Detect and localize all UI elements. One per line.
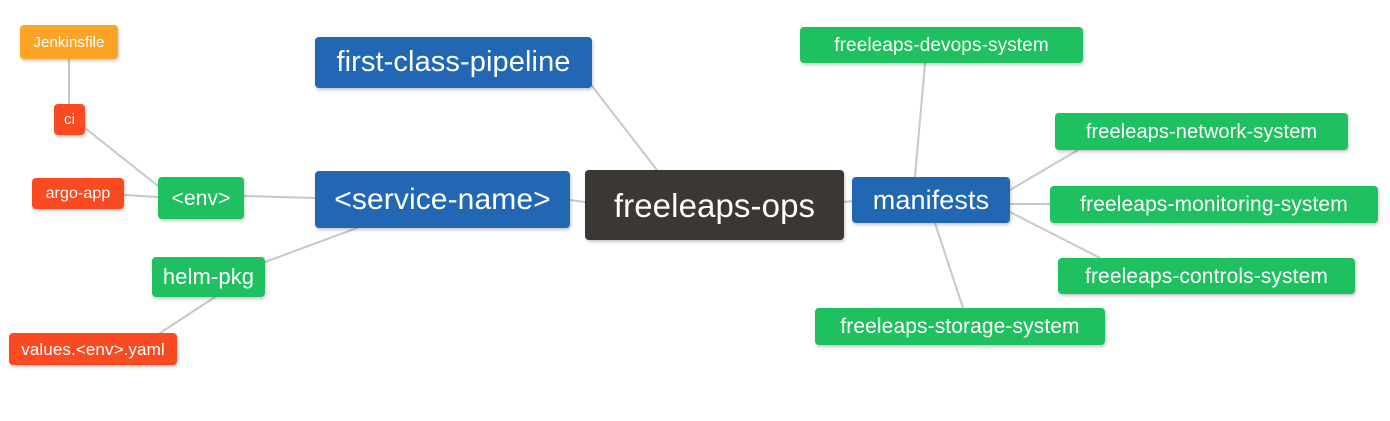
- mindmap-node-controls-system[interactable]: freeleaps-controls-system: [1058, 258, 1355, 294]
- edge-values-yaml-to-helm-pkg: [159, 296, 216, 334]
- edge-argo-app-to-env: [123, 194, 159, 198]
- mindmap-node-freeleaps-ops[interactable]: freeleaps-ops: [585, 170, 844, 240]
- edge-manifests-to-network-system: [1009, 149, 1079, 191]
- mindmap-node-devops-system[interactable]: freeleaps-devops-system: [800, 27, 1083, 63]
- mindmap-node-manifests[interactable]: manifests: [852, 177, 1010, 223]
- mindmap-node-argo-app[interactable]: argo-app: [32, 178, 124, 209]
- edge-env-to-service-name: [243, 195, 316, 199]
- edge-manifests-to-storage-system: [934, 222, 964, 309]
- edge-first-class-pipeline-to-freeleaps-ops: [591, 85, 658, 171]
- mindmap-node-network-system[interactable]: freeleaps-network-system: [1055, 113, 1348, 150]
- mindmap-node-env[interactable]: <env>: [158, 177, 244, 219]
- mindmap-node-monitoring-system[interactable]: freeleaps-monitoring-system: [1050, 186, 1378, 223]
- mindmap-node-jenkinsfile[interactable]: Jenkinsfile: [20, 25, 118, 59]
- edge-manifests-to-devops-system: [914, 62, 926, 178]
- mindmap-node-storage-system[interactable]: freeleaps-storage-system: [815, 308, 1105, 345]
- mindmap-node-ci[interactable]: ci: [54, 104, 85, 135]
- mindmap-node-service-name[interactable]: <service-name>: [315, 171, 570, 228]
- edge-helm-pkg-to-service-name: [264, 227, 358, 263]
- mindmap-node-helm-pkg[interactable]: helm-pkg: [152, 257, 265, 297]
- edge-service-name-to-freeleaps-ops: [569, 199, 586, 203]
- mindmap-node-first-class-pipeline[interactable]: first-class-pipeline: [315, 37, 592, 88]
- mindmap-node-values-yaml[interactable]: values.<env>.yaml: [9, 333, 177, 365]
- edge-freeleaps-ops-to-manifests: [843, 200, 853, 203]
